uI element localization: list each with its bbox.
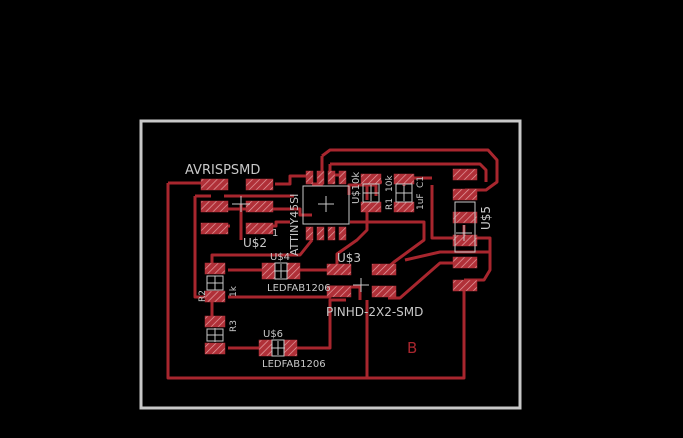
ic-name-label: ATTINY45SI [288,194,301,256]
u3-label: U$3 [337,251,361,265]
r2-label: R2 [198,290,208,302]
b-label: B [407,339,417,357]
r3-label: R3 [229,320,239,332]
ic-pin1-label: 1 [272,228,278,239]
avrispsmd-label: AVRISPSMD [185,163,260,178]
plus-icon [207,185,472,355]
led-pkg-1-label: LEDFAB1206 [267,283,331,294]
c1-value-label: 1uF [416,193,426,210]
pinhd-label: PINHD-2X2-SMD [326,305,423,319]
pads [200,168,478,357]
u10k-label: U$10k [351,172,362,204]
traces [166,148,499,380]
u5-label: U$5 [479,206,493,230]
u4-label: U$4 [270,252,290,263]
r1-label: R1 [385,198,395,210]
r2-value-label: 1k [229,285,239,297]
r1-value-label: 10k [385,175,395,192]
c1-label: C1 [416,176,426,188]
led-pkg-2-label: LEDFAB1206 [262,359,326,370]
u6-label: U$6 [263,329,283,340]
board-outline [139,119,522,410]
u2-label: U$2 [243,236,267,250]
